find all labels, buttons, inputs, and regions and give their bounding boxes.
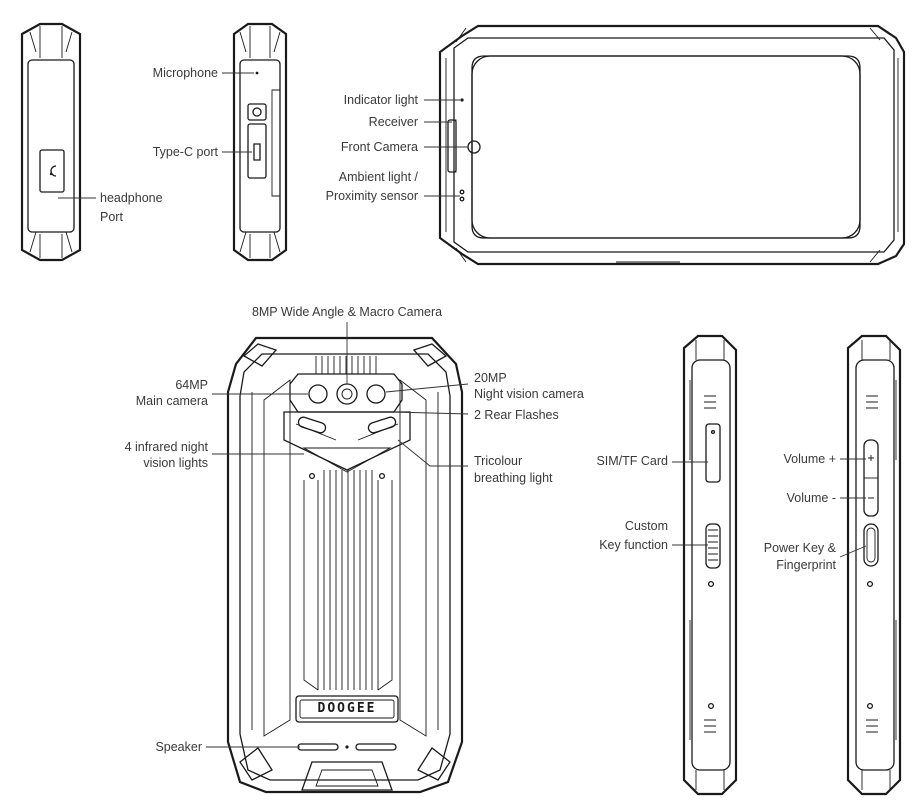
receiver-label: Receiver bbox=[368, 115, 418, 129]
infrared-label-line1: 4 infrared night bbox=[124, 440, 208, 454]
main-camera-label-line1: 64MP bbox=[175, 378, 208, 392]
night-camera-label-line1: 20MP bbox=[474, 371, 507, 385]
volume-up-label: Volume + bbox=[783, 452, 836, 466]
main-camera-label-line2: Main camera bbox=[135, 394, 208, 408]
wide-angle-camera-label: 8MP Wide Angle & Macro Camera bbox=[251, 305, 443, 319]
custom-key-label-line1: Custom bbox=[624, 519, 668, 533]
tricolour-label-line2: breathing light bbox=[474, 471, 553, 485]
headphone-port-label-line1: headphone bbox=[100, 191, 163, 205]
custom-key-label-line2: Key function bbox=[599, 538, 668, 552]
type-c-port-label: Type-C port bbox=[152, 145, 218, 159]
rear-flashes-label: 2 Rear Flashes bbox=[474, 408, 559, 422]
microphone-label: Microphone bbox=[152, 66, 218, 80]
sim-card-label: SIM/TF Card bbox=[596, 454, 668, 468]
front-camera-label: Front Camera bbox=[340, 140, 418, 154]
night-camera-label-line2: Night vision camera bbox=[474, 387, 584, 401]
power-key-label-line1: Power Key & bbox=[763, 541, 836, 555]
headphone-port-label-line2: Port bbox=[100, 210, 123, 224]
right-side-view bbox=[846, 334, 902, 796]
left-side-view bbox=[682, 334, 738, 796]
top-end-view bbox=[20, 22, 82, 262]
indicator-light-label: Indicator light bbox=[343, 93, 418, 107]
speaker-label: Speaker bbox=[155, 740, 202, 754]
leader-lines bbox=[58, 72, 867, 748]
ambient-light-label-line1: Ambient light / bbox=[338, 170, 418, 184]
tricolour-label-line1: Tricolour bbox=[474, 454, 523, 468]
ambient-light-label-line2: Proximity sensor bbox=[325, 189, 418, 203]
bottom-end-view bbox=[232, 22, 288, 262]
volume-down-label: Volume - bbox=[786, 491, 836, 505]
brand-logo: DOOGEE bbox=[317, 701, 377, 716]
power-key-label-line2: Fingerprint bbox=[776, 558, 836, 572]
infrared-label-line2: vision lights bbox=[143, 456, 208, 470]
back-view bbox=[226, 336, 464, 794]
front-view bbox=[438, 24, 906, 266]
